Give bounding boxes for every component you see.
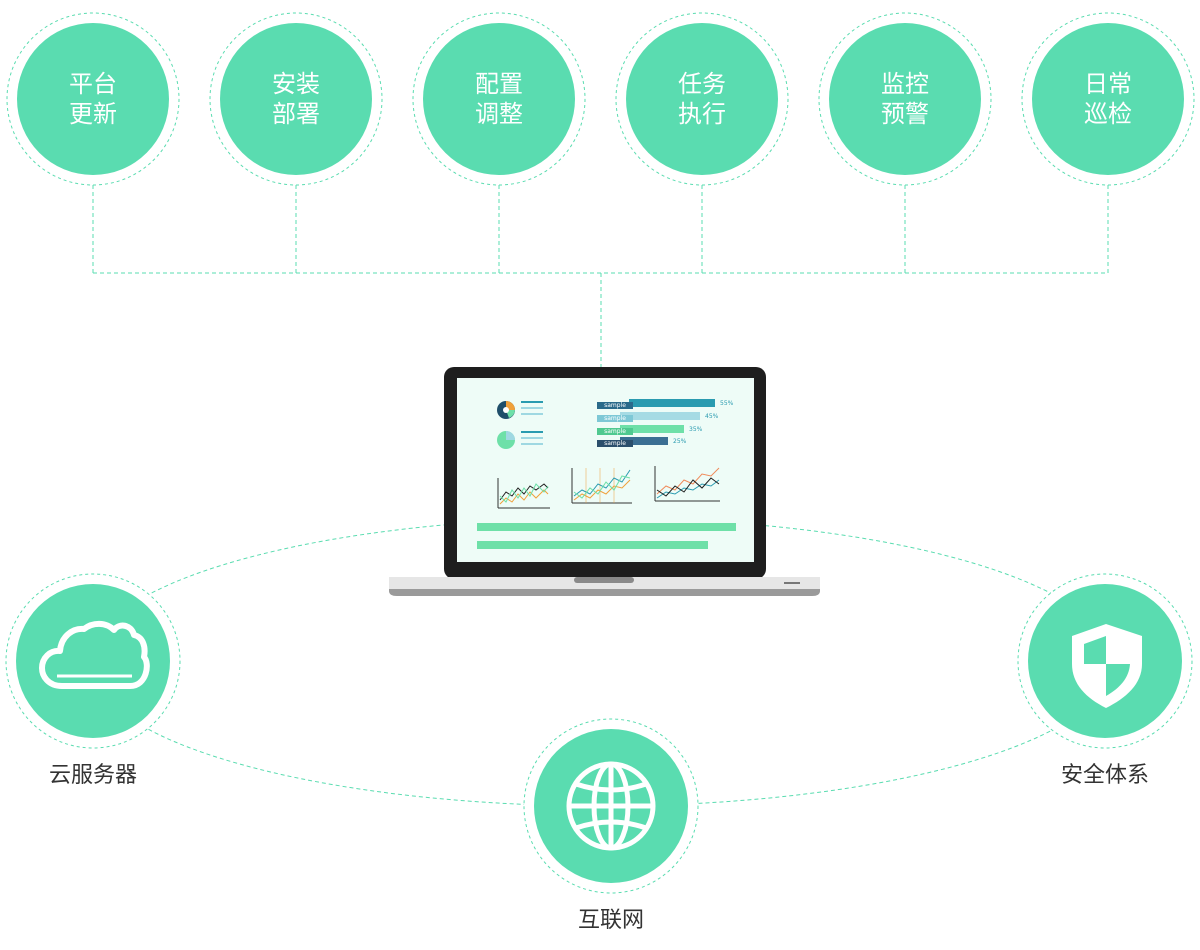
node-label-line1: 平台 bbox=[69, 70, 117, 98]
tree-connectors bbox=[92, 185, 1109, 368]
node-task-execute[interactable]: 任务 执行 bbox=[615, 12, 789, 186]
node-internet[interactable]: 互联网 bbox=[523, 718, 699, 933]
node-label-line1: 日常 bbox=[1084, 70, 1132, 98]
bar-value: 35% bbox=[689, 426, 703, 433]
mini-line-chart bbox=[654, 466, 720, 502]
pie-chart-icon bbox=[497, 401, 543, 419]
laptop-notch bbox=[574, 577, 634, 583]
bar-label: sample bbox=[604, 415, 626, 422]
bar-value: 55% bbox=[720, 400, 734, 407]
mini-line-chart bbox=[571, 468, 632, 504]
node-config-adjust[interactable]: 配置 调整 bbox=[412, 12, 586, 186]
node-label-line2: 部署 bbox=[272, 100, 320, 128]
node-caption: 云服务器 bbox=[49, 763, 137, 788]
node-label-line1: 任务 bbox=[678, 70, 726, 98]
bar-label: sample bbox=[604, 440, 626, 447]
node-label-line2: 调整 bbox=[475, 100, 523, 128]
pie-chart-icon bbox=[497, 431, 543, 449]
node-label-line2: 更新 bbox=[69, 100, 117, 128]
node-security-system[interactable]: 安全体系 bbox=[1017, 573, 1193, 788]
shield-icon bbox=[1072, 624, 1142, 708]
screen-bar-list: sample 55% sample 45% sample 35% sample … bbox=[597, 399, 734, 447]
node-cloud-server[interactable]: 云服务器 bbox=[5, 573, 181, 788]
bar-label: sample bbox=[604, 402, 626, 409]
cloud-icon bbox=[39, 620, 150, 689]
screen-progress-stripe bbox=[477, 541, 708, 549]
bar-value: 45% bbox=[705, 413, 719, 420]
node-install-deploy[interactable]: 安装 部署 bbox=[209, 12, 383, 186]
node-daily-inspection[interactable]: 日常 巡检 bbox=[1021, 12, 1195, 186]
bar-value: 25% bbox=[673, 438, 687, 445]
node-platform-update[interactable]: 平台 更新 bbox=[6, 12, 180, 186]
mini-line-chart bbox=[497, 478, 550, 509]
node-label-line1: 配置 bbox=[475, 70, 523, 98]
node-caption: 互联网 bbox=[578, 908, 644, 933]
node-label-line2: 预警 bbox=[881, 100, 929, 128]
globe-icon bbox=[566, 761, 656, 851]
node-label-line2: 执行 bbox=[678, 100, 726, 128]
bar-label: sample bbox=[604, 428, 626, 435]
node-label-line2: 巡检 bbox=[1084, 100, 1132, 128]
laptop: sample 55% sample 45% sample 35% sample … bbox=[389, 367, 820, 596]
node-label-line1: 安装 bbox=[272, 70, 320, 98]
node-label-line1: 监控 bbox=[881, 70, 929, 98]
node-caption: 安全体系 bbox=[1061, 763, 1149, 788]
screen-progress-stripe bbox=[477, 523, 736, 531]
node-monitor-alert[interactable]: 监控 预警 bbox=[818, 12, 992, 186]
